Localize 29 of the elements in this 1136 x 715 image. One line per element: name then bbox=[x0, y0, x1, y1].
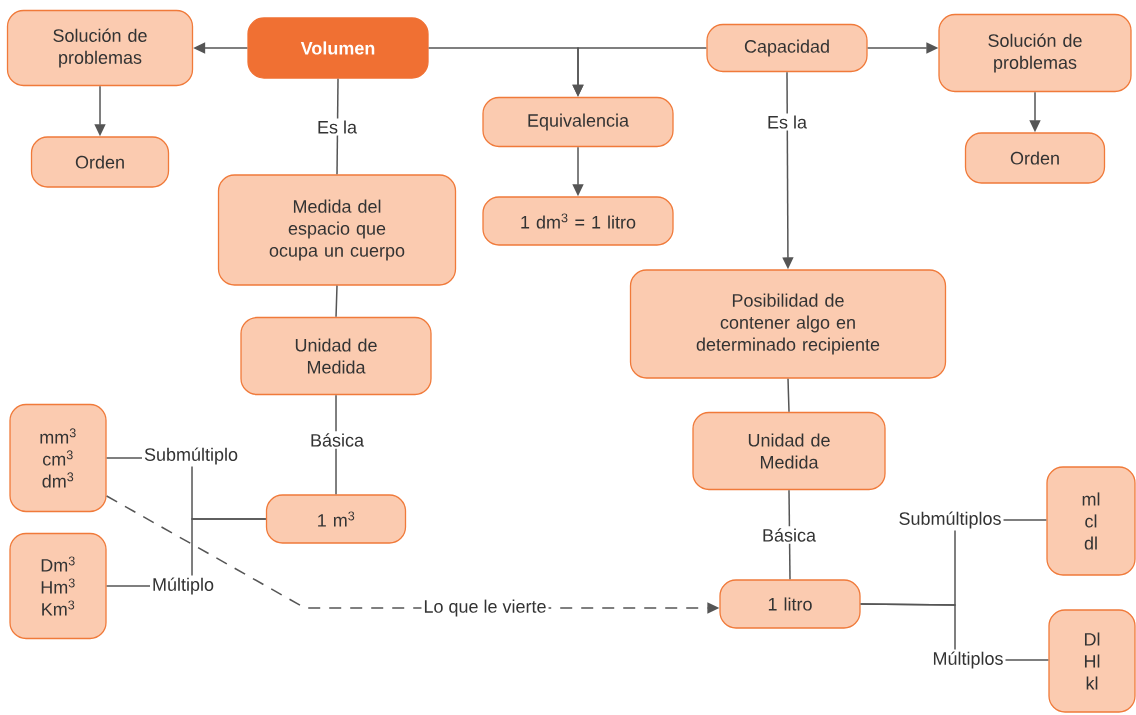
edge-label: Múltiplo bbox=[150, 575, 216, 597]
connector-line bbox=[787, 377, 790, 413]
edge-label: Básica bbox=[308, 431, 366, 449]
edge-label: Básica bbox=[760, 526, 818, 544]
main-concept-box: Volumen bbox=[247, 17, 429, 79]
concept-box: Equivalencia bbox=[482, 96, 674, 148]
concept-box: Orden bbox=[30, 136, 170, 188]
concept-box: Orden bbox=[964, 132, 1106, 184]
edge-label: Es la bbox=[765, 113, 809, 131]
concept-box: 1 dm$^{3}$ = 1 litro bbox=[482, 196, 674, 246]
edge-label: Lo que le vierte bbox=[421, 597, 549, 619]
concept-box: Dm$^{3}$ Hm$^{3}$ Km$^{3}$ bbox=[9, 532, 107, 640]
concept-box: 1 litro bbox=[719, 579, 861, 629]
concept-box: ml cl dl bbox=[1046, 466, 1136, 576]
concept-box: 1 m$^{3}$ bbox=[265, 494, 407, 544]
edge-label: Es la bbox=[315, 118, 359, 136]
concept-box: Dl Hl kl bbox=[1048, 609, 1136, 713]
edge-label: Submúltiplo bbox=[142, 445, 241, 467]
edge-label: Submúltiplos bbox=[896, 509, 1004, 531]
concept-box: Unidad de Medida bbox=[692, 411, 886, 491]
concept-box: Unidad de Medida bbox=[240, 316, 432, 396]
concept-box: Solución de problemas bbox=[6, 9, 194, 87]
concept-box: Medida del espacio que ocupa un cuerpo bbox=[217, 174, 457, 286]
concept-box: Capacidad bbox=[706, 23, 868, 73]
edge-label: Múltiplos bbox=[930, 649, 1006, 671]
connector-line bbox=[335, 284, 338, 318]
concept-box: Posibilidad de contener algo en determinado recipiente bbox=[629, 269, 947, 379]
concept-box: Solución de problemas bbox=[938, 13, 1132, 93]
concept-box: mm$^{3}$ cm$^{3}$ dm$^{3}$ bbox=[9, 403, 107, 513]
